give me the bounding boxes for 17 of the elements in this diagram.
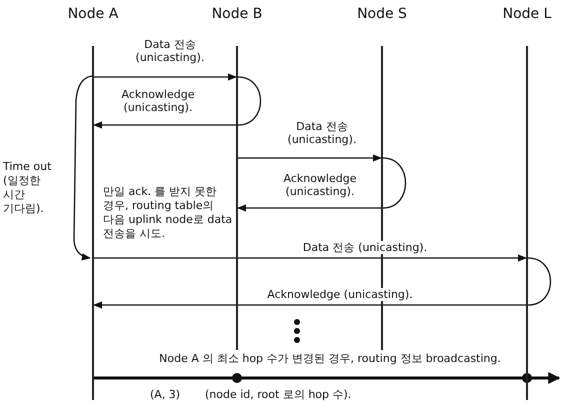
message-arrow <box>93 301 526 309</box>
lifeline-header: Node B <box>210 6 264 22</box>
lifeline-header: Node S <box>356 6 408 22</box>
message-arrow <box>94 73 237 81</box>
message-arrow <box>237 204 381 212</box>
message-description: (node id, root 로의 hop 수). <box>205 388 352 402</box>
message-arrow <box>94 254 527 262</box>
broadcast-arrow <box>94 372 560 384</box>
edge-label: Acknowledge (unicasting). <box>265 288 415 301</box>
lifeline-header: Node L <box>502 6 552 22</box>
message-arrow <box>238 154 382 162</box>
message-content: (A, 3) <box>150 388 180 402</box>
lifeline-header: Node A <box>66 6 120 22</box>
timeout-note: Time out (일정한 시간 기다림). <box>3 160 52 216</box>
edge-label: Node A 의 최소 hop 수가 변경된 경우, routing 정보 broadcasting. <box>157 352 503 365</box>
retry-note: 만일 ack. 를 받지 못한 경우, routing table의 다음 uplink node로 data 전송을 시도. <box>103 185 234 241</box>
message-arrow <box>93 121 236 129</box>
